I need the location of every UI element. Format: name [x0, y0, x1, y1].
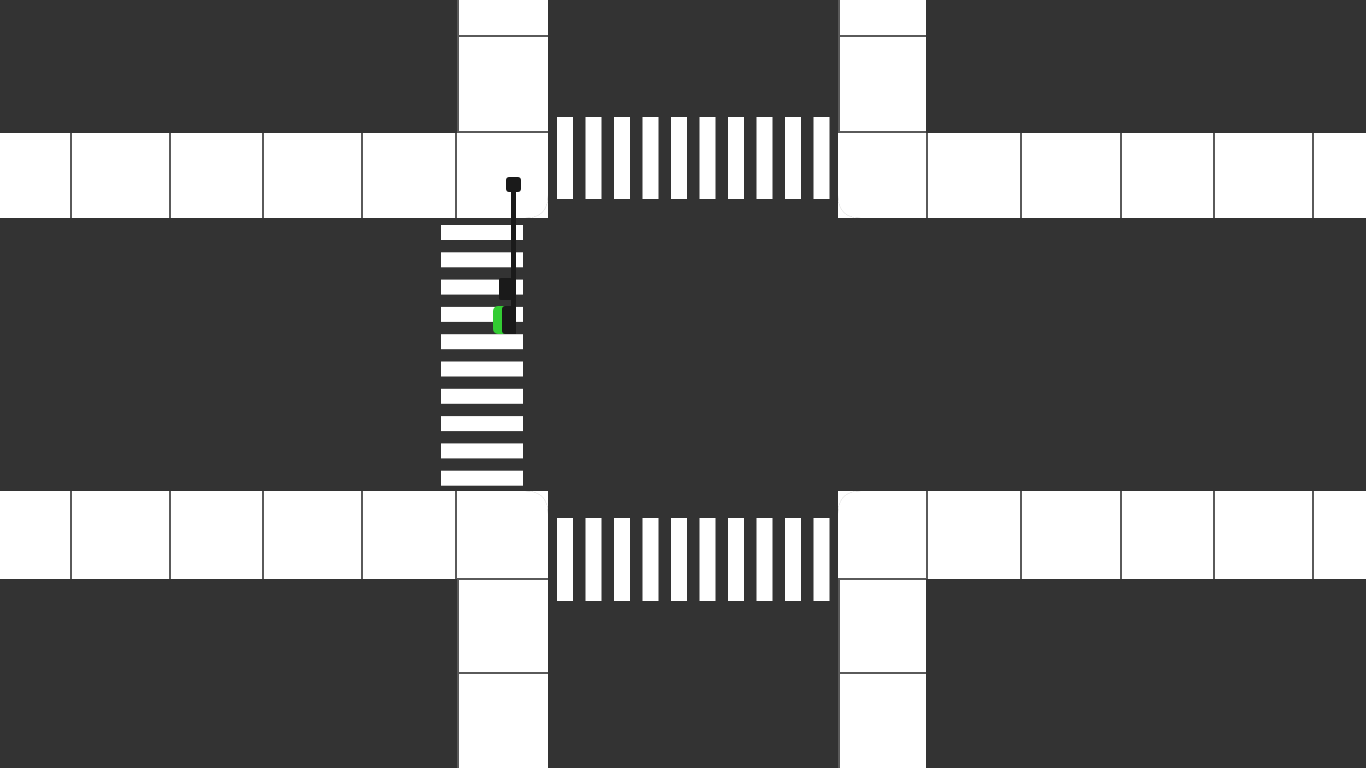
curb-corners [525, 195, 861, 514]
signal-housing [499, 278, 512, 300]
sidewalk-joint [926, 133, 928, 218]
sidewalk-joint [1213, 133, 1215, 218]
sidewalk-joint [1213, 491, 1215, 579]
sidewalk-joint [1020, 133, 1022, 218]
road-north-arm [548, 0, 838, 133]
sidewalk-edge [838, 0, 840, 133]
crosswalk-stripe [756, 117, 773, 199]
crosswalk-stripe [642, 117, 659, 199]
sidewalk-joint [1312, 491, 1314, 579]
sidewalk-joint [1120, 133, 1122, 218]
crosswalk-west [441, 225, 523, 486]
crosswalk-stripe [614, 117, 630, 199]
crosswalk-stripe [728, 117, 744, 199]
sidewalk-edge [838, 579, 840, 768]
curb-corner-fill [525, 491, 548, 514]
crosswalk-stripe [585, 117, 602, 199]
crosswalk-stripe [441, 443, 523, 459]
curb-corner-fill [838, 491, 861, 514]
crosswalk-stripe [756, 518, 773, 601]
sidewalk-edge [457, 579, 459, 768]
sidewalk-joint [169, 133, 171, 218]
crosswalk-stripe [728, 518, 744, 601]
sidewalk-joint [169, 491, 171, 579]
crosswalk-stripe [671, 518, 687, 601]
sidewalk-joint [838, 578, 926, 580]
crosswalk-stripe [585, 518, 602, 601]
signal-lamp-back [502, 306, 514, 334]
crosswalk-stripe [441, 225, 523, 240]
sidewalk-joint [838, 131, 926, 133]
crosswalk-stripe [785, 518, 801, 601]
sidewalk-joint [361, 133, 363, 218]
crosswalk-stripe [813, 117, 830, 199]
crosswalk-stripe [699, 117, 716, 199]
crosswalk-stripe [441, 334, 523, 350]
crosswalk-south [557, 518, 830, 601]
sidewalk-joint [457, 578, 548, 580]
crosswalk-stripe [671, 117, 687, 199]
sidewalk-joint [70, 133, 72, 218]
crosswalk-stripe [813, 518, 830, 601]
sidewalk-joint [361, 491, 363, 579]
sidewalk-joint [926, 491, 928, 579]
crosswalk-stripe [557, 518, 573, 601]
sidewalk-joint [457, 131, 548, 133]
sidewalk-edge [457, 0, 459, 133]
curb-corner-fill [838, 195, 861, 218]
curb-corner-fill [525, 195, 548, 218]
sidewalk-vertical-bottom-1 [838, 491, 926, 768]
sidewalk-joint [1120, 491, 1122, 579]
crosswalk-stripe [557, 117, 573, 199]
crosswalk-stripe [699, 518, 716, 601]
sidewalk-vertical-bottom-0 [457, 491, 548, 768]
sidewalk-vertical-top-1 [838, 0, 926, 218]
crosswalk-north [557, 117, 830, 199]
signal-pole-cap [506, 177, 521, 192]
crosswalk-stripe [441, 252, 523, 268]
sidewalk-joint [262, 133, 264, 218]
sidewalk-joint [457, 35, 548, 37]
signal-pole [511, 186, 516, 334]
sidewalk-joint [1312, 133, 1314, 218]
crosswalk-stripe [441, 470, 523, 486]
sidewalk-joint [70, 491, 72, 579]
sidewalk-joint [838, 672, 926, 674]
sidewalk-vertical-top-0 [457, 0, 548, 218]
sidewalk-joint [1020, 491, 1022, 579]
road-south-arm [548, 579, 838, 768]
crosswalk-stripe [441, 361, 523, 377]
crosswalk-stripe [441, 416, 523, 432]
traffic-light-icon[interactable] [493, 177, 521, 334]
sidewalk-joint [838, 35, 926, 37]
crosswalk-stripe [642, 518, 659, 601]
sidewalk-joint [455, 491, 457, 579]
sidewalk-joint [455, 133, 457, 218]
crosswalk-stripe [785, 117, 801, 199]
sidewalk-joint [457, 672, 548, 674]
crosswalk-stripe [441, 388, 523, 404]
crosswalk-stripe [614, 518, 630, 601]
sidewalk-joint [262, 491, 264, 579]
